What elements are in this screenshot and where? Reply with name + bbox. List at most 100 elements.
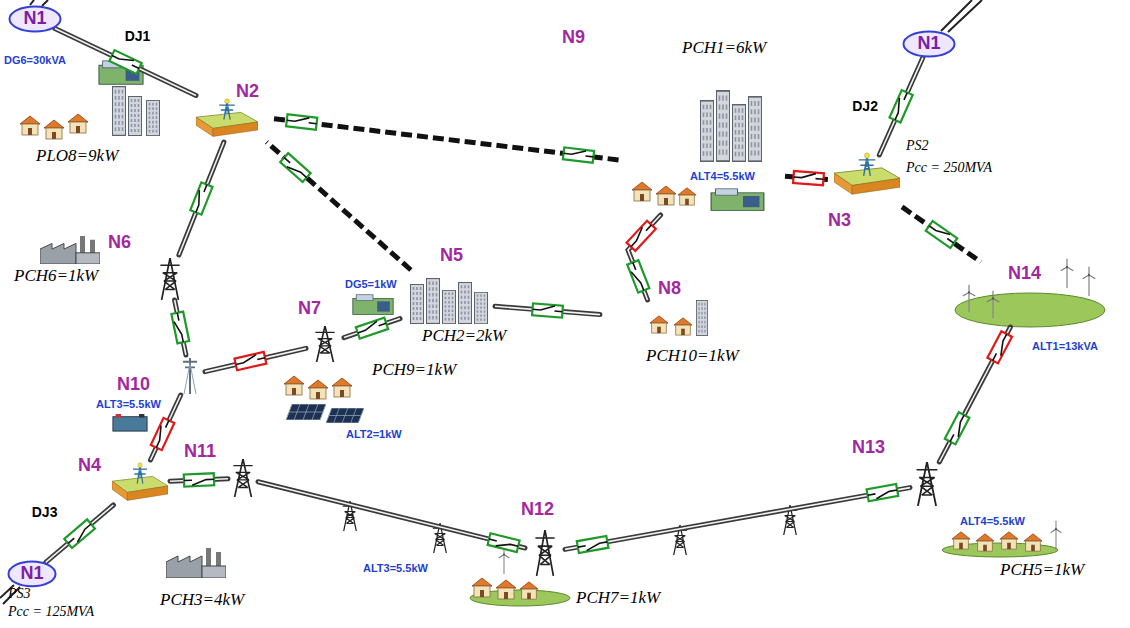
substation-icon xyxy=(112,99,900,501)
switch-symbol xyxy=(627,260,649,292)
switch-symbol xyxy=(280,153,310,182)
building-icon xyxy=(749,97,762,161)
switch-symbol xyxy=(356,318,388,339)
switch-symbol xyxy=(356,318,388,339)
building-icon xyxy=(147,100,160,135)
switch-symbol xyxy=(234,352,266,370)
switch-symbol xyxy=(184,473,214,486)
feeder-line xyxy=(902,207,981,262)
load-label: PCH3=4kW xyxy=(160,590,244,610)
generation-label: ALT4=5.5kW xyxy=(690,170,755,182)
feeder-line xyxy=(179,142,224,255)
load-label: PCH5=1kW xyxy=(1000,560,1084,580)
switch-symbol xyxy=(867,484,899,501)
station-label: PS3 xyxy=(8,586,31,602)
feeder-line xyxy=(274,119,620,160)
switch-symbol xyxy=(488,539,518,551)
load-label: PCH7=1kW xyxy=(576,588,660,608)
switch-symbol xyxy=(987,331,1012,363)
bus-node: N2 xyxy=(196,86,274,142)
solar-panel-icon xyxy=(286,404,364,423)
house-icon xyxy=(44,120,64,139)
switch-symbol xyxy=(868,490,898,500)
feeder-line xyxy=(205,348,306,371)
breaker-label: DJ2 xyxy=(850,98,880,114)
switch-symbol xyxy=(627,221,656,251)
switch-symbol xyxy=(533,304,563,311)
switch-symbol xyxy=(287,115,317,124)
feeder-line xyxy=(258,482,525,548)
ground-hill xyxy=(470,293,1105,606)
building-icon xyxy=(427,279,440,324)
house-icon xyxy=(632,182,652,201)
bus-name: N1 xyxy=(917,34,940,54)
generation-label: ALT4=5.5kW xyxy=(960,515,1025,527)
switch-symbol xyxy=(151,418,175,450)
load-label: PCH2=2kW xyxy=(422,326,506,346)
generator-icon xyxy=(711,189,764,211)
bus-name: N12 xyxy=(521,500,554,520)
feeder-line xyxy=(344,319,400,338)
house-icon xyxy=(1000,532,1018,549)
load-label: PCH1=6kW xyxy=(682,38,766,58)
switch-symbol xyxy=(889,90,912,122)
house-icon xyxy=(496,580,516,599)
switch-symbol xyxy=(793,171,824,185)
switch-symbol xyxy=(235,353,265,365)
bus-node: N4 xyxy=(110,460,170,505)
station-label: Pcc = 250MVA xyxy=(906,160,992,176)
switch-symbol xyxy=(929,222,956,243)
grid-source-ellipse: N1 xyxy=(7,560,57,588)
bus-node: N11 xyxy=(228,458,258,498)
building-icon xyxy=(701,101,714,161)
wind-turbine-icon xyxy=(987,291,1000,318)
building-icon xyxy=(129,97,142,136)
feeder-lines xyxy=(46,29,1011,563)
bus-node: N8 xyxy=(600,300,710,338)
switch-symbol xyxy=(945,412,970,444)
feeder-line xyxy=(565,488,910,550)
switch-symbol xyxy=(281,158,307,182)
house-icon xyxy=(472,578,492,597)
switch-symbol xyxy=(993,334,1011,363)
switch-symbol xyxy=(68,524,94,547)
distribution-pole xyxy=(183,358,197,394)
switch-symbol xyxy=(578,542,608,552)
switch-symbol xyxy=(532,303,563,317)
feeder-line xyxy=(205,348,306,371)
switch-symbol xyxy=(190,182,212,214)
building-icon xyxy=(717,91,730,161)
house-icon xyxy=(678,188,696,205)
substation-icon xyxy=(196,99,258,137)
factory-icon xyxy=(40,236,100,264)
bus-name: N4 xyxy=(78,456,101,476)
switch-symbol xyxy=(627,221,651,246)
building-icon xyxy=(113,87,762,336)
wind-turbine-icon xyxy=(1061,259,1074,288)
bus-name: N8 xyxy=(658,279,681,299)
feeder-line xyxy=(565,488,910,550)
bus-node: N5 xyxy=(400,270,495,335)
switch-symbol xyxy=(890,91,907,120)
switch-symbol xyxy=(628,262,644,292)
transmission-tower xyxy=(160,258,937,576)
switch-symbol xyxy=(793,171,824,185)
bus-node: N12 xyxy=(525,528,565,578)
switch-symbol xyxy=(286,114,317,129)
switch-symbol xyxy=(889,90,912,122)
bus-name: N1 xyxy=(23,9,46,29)
building-icon xyxy=(696,300,707,335)
switch-symbol xyxy=(926,221,957,248)
feeder-line xyxy=(258,482,525,548)
battery-icon xyxy=(113,414,147,431)
feeder-line xyxy=(205,348,306,371)
incoming-feeder xyxy=(0,0,982,604)
switch-symbol xyxy=(151,418,175,450)
feeder-line xyxy=(267,142,411,270)
house-icon xyxy=(1024,534,1042,551)
breaker-label: DJ3 xyxy=(30,504,60,520)
switch-symbol xyxy=(109,50,141,74)
house-icon xyxy=(284,376,304,395)
